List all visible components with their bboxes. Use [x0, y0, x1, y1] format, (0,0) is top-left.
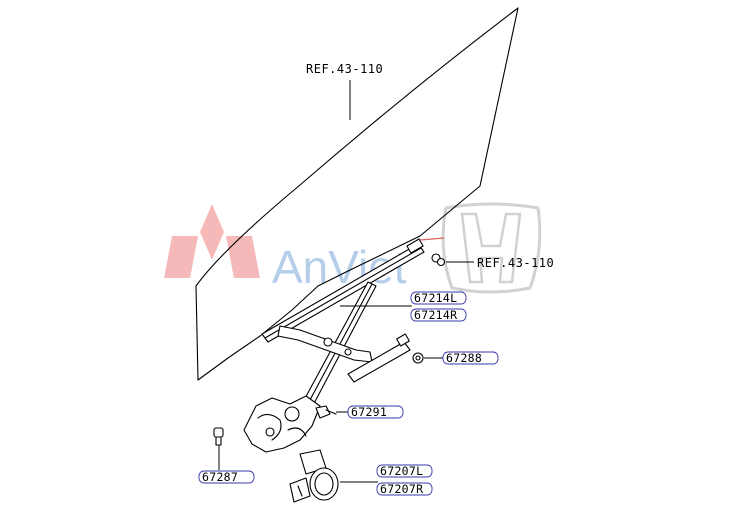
- mitsubishi-logo-watermark: [164, 204, 260, 278]
- window-upper-rail: [261, 237, 445, 343]
- svg-text:67214R: 67214R: [414, 308, 457, 322]
- window-motor: [289, 449, 339, 503]
- bolt-67288: [412, 352, 424, 364]
- svg-text:67214L: 67214L: [414, 291, 457, 305]
- ref-clip-label: REF.43-110: [477, 256, 554, 270]
- callout-67288[interactable]: 67288: [442, 351, 499, 365]
- callout-67291[interactable]: 67291: [347, 405, 404, 419]
- honda-logo-watermark: [441, 202, 542, 294]
- glass-clip: [431, 253, 474, 267]
- svg-text:AnV: AnV: [272, 241, 359, 293]
- ref-glass-label: REF.43-110: [306, 62, 383, 76]
- svg-text:67288: 67288: [446, 351, 482, 365]
- regulator-arm-b: [277, 325, 373, 363]
- bolt-67291: [315, 405, 337, 419]
- bolt-67287: [213, 427, 224, 446]
- svg-text:67207L: 67207L: [380, 464, 423, 478]
- callout-67287[interactable]: 67287: [198, 470, 255, 484]
- svg-text:67291: 67291: [351, 405, 387, 419]
- door-glass: [195, 7, 519, 381]
- svg-text:67287: 67287: [202, 470, 238, 484]
- svg-text:67207R: 67207R: [380, 482, 423, 496]
- callout-67207[interactable]: 67207L 67207R: [376, 464, 433, 496]
- callout-67214[interactable]: 67214L 67214R: [410, 291, 467, 322]
- window-lower-rail: [347, 333, 411, 383]
- regulator-base: [243, 395, 321, 453]
